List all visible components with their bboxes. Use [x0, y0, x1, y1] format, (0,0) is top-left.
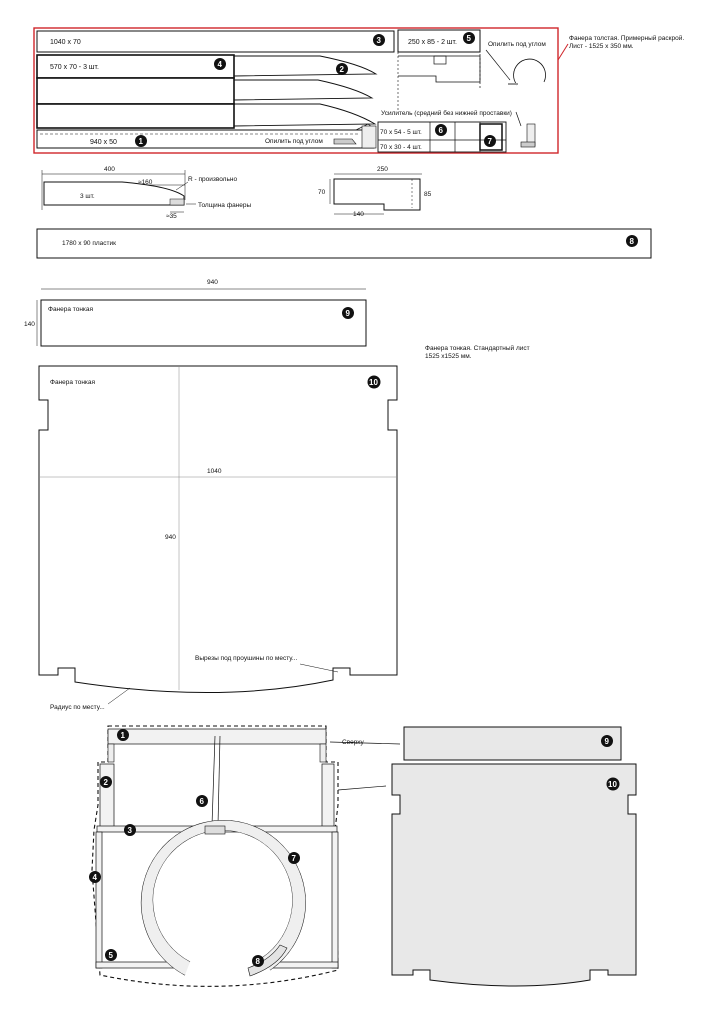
thin-sheet-note-line2: 1525 x1525 мм.	[425, 353, 472, 360]
floor-panel-dim-940: 940	[165, 534, 176, 541]
badge-9-board: 9	[346, 309, 351, 318]
badge-10-assembly: 10	[608, 780, 617, 789]
board-570-label: 570 x 70 - 3 шт.	[50, 64, 99, 71]
board-1040-label: 1040 x 70	[50, 39, 81, 46]
badge-2-assembly: 2	[104, 778, 109, 787]
rib-detail: 400 ≈160 3 шт. R - произвольно Толщина ф…	[41, 166, 251, 220]
rib-radius-note: R - произвольно	[188, 176, 237, 183]
cut-sheet-leader	[557, 43, 569, 61]
board-1040	[36, 30, 395, 53]
badge-7-assembly: 7	[292, 854, 297, 863]
cut-sheet: 1040 x 70 3 250 x 85 - 2 шт. 5 Опилить п…	[33, 27, 569, 154]
floor-panel-label: Фанера тонкая	[50, 379, 96, 386]
assembly-frame: 1 2 3 4 5 6 7 8	[89, 725, 339, 987]
badge-9-assembly: 9	[605, 737, 610, 746]
bracket-shape	[333, 178, 421, 211]
assembly-board-9: 9	[403, 726, 622, 761]
sheet-note-line1: Фанера толстая. Примерный раскрой.	[569, 34, 684, 42]
bracket-dim-250: 250	[377, 166, 388, 173]
badge-2-cut: 2	[340, 65, 345, 74]
assembly-dashed-outline	[91, 725, 339, 987]
saw-angle-bottom-label: Опилить под углом	[265, 138, 323, 145]
assembly-panel-10: 10	[391, 763, 637, 987]
rib-thickness-note: Толщина фанеры	[198, 202, 251, 209]
floor-panel-cutouts-note: Вырезы под проушины по месту...	[195, 655, 298, 662]
rib-curves	[233, 55, 378, 127]
rib-dim-400: 400	[104, 166, 115, 173]
sheet-note-line2: Лист - 1525 х 350 мм.	[569, 43, 634, 50]
badge-5-assembly: 5	[109, 951, 114, 960]
bracket-detail: 250 70 85 140	[318, 166, 432, 218]
badge-8-assembly: 8	[256, 957, 261, 966]
badge-6-cut: 6	[439, 126, 444, 135]
rib-dim-35: ≈35	[166, 213, 177, 220]
ring-sketch	[513, 58, 546, 86]
badge-1-assembly: 1	[121, 731, 126, 740]
floor-panel-outline	[38, 365, 398, 694]
board-570-2	[36, 77, 235, 105]
thin-sheet-note-line1: Фанера тонкая. Стандартный лист	[425, 344, 530, 352]
board-570-3	[36, 103, 235, 129]
badge-1-cut: 1	[139, 137, 144, 146]
badge-7-cut: 7	[488, 137, 493, 146]
bracket-dim-70: 70	[318, 189, 326, 196]
cut-sheet-border	[33, 27, 559, 154]
board-250-label: 250 x 85 - 2 шт.	[408, 39, 457, 46]
board-70x54-label: 70 x 54 - 5 шт.	[380, 129, 422, 136]
rib-dim-160: ≈160	[138, 179, 153, 186]
board-940	[36, 129, 375, 149]
badge-10-floor: 10	[369, 378, 378, 387]
rib-qty: 3 шт.	[80, 193, 95, 200]
badge-4-assembly: 4	[93, 873, 98, 882]
badge-3-cut: 3	[377, 36, 382, 45]
board-940-label: 940 x 50	[90, 139, 117, 146]
floor-panel-dim-1040: 1040	[207, 468, 222, 475]
plastic-label: 1780 x 90 пластик	[62, 240, 116, 247]
board-250-lower	[398, 55, 481, 83]
badge-8-plastic: 8	[630, 237, 635, 246]
badge-5-cut: 5	[467, 34, 472, 43]
badge-6-assembly: 6	[200, 797, 205, 806]
thin-board-dim-140: 140	[24, 321, 35, 328]
board-250	[397, 29, 481, 53]
board-70x30-label: 70 x 30 - 4 шт.	[380, 144, 422, 151]
saw-angle-top-label: Опилить под углом	[488, 41, 546, 48]
floor-panel-radius-note: Радиус по месту...	[50, 704, 105, 711]
thin-board: 940 140 Фанера тонкая 9	[24, 279, 367, 347]
amplifier-label: Усилитель (средний без нижней проставки)	[381, 109, 512, 117]
badge-4-cut: 4	[218, 60, 223, 69]
bracket-dim-85: 85	[424, 191, 432, 198]
floor-panel: Фанера тонкая 10 1040 940 Вырезы под про…	[38, 365, 398, 711]
rib-shape	[43, 181, 185, 206]
thin-board-label: Фанера тонкая	[48, 306, 94, 313]
thin-board-dim-940: 940	[207, 279, 218, 286]
bracket-dim-140: 140	[353, 211, 364, 218]
badge-3-assembly: 3	[128, 826, 133, 835]
plastic-strip: 1780 x 90 пластик 8	[36, 228, 652, 259]
